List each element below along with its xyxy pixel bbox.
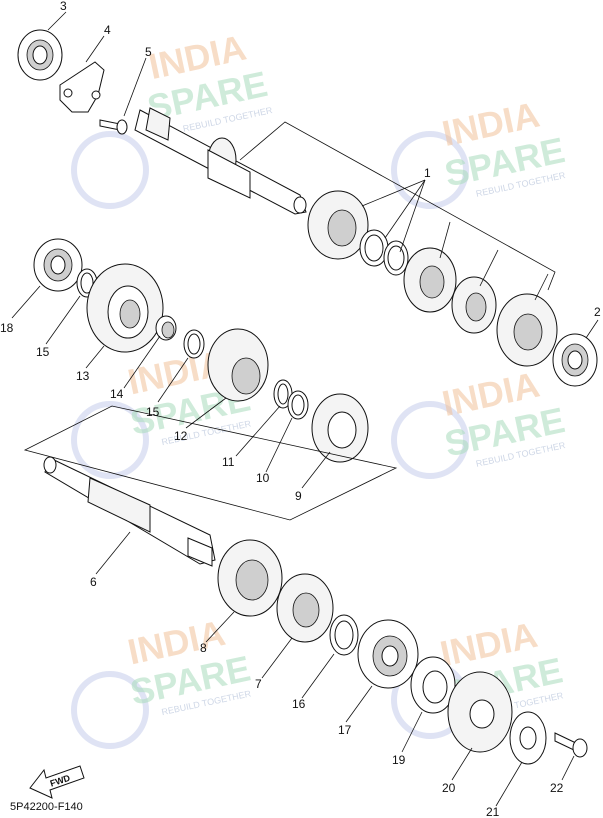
callout-15-a: 15 bbox=[36, 345, 50, 359]
lock-washer-21 bbox=[509, 711, 547, 765]
callout-18: 19 bbox=[392, 753, 406, 767]
watermark-icon bbox=[71, 671, 149, 749]
countershaft-6 bbox=[43, 456, 216, 567]
catalog-code: 5P42200-F140 bbox=[10, 801, 83, 813]
callout-10: 10 bbox=[256, 471, 270, 485]
collar-14 bbox=[155, 315, 177, 341]
leader-lines bbox=[11, 11, 599, 807]
oil-seal-18 bbox=[410, 656, 456, 714]
callout-17: 17 bbox=[338, 723, 352, 737]
callout-3: 3 bbox=[60, 0, 67, 13]
callout-21: 21 bbox=[486, 805, 500, 818]
bearing-17 bbox=[357, 619, 419, 689]
circlip-top bbox=[383, 240, 409, 276]
callout-14: 14 bbox=[110, 387, 124, 401]
washer-16 bbox=[329, 614, 359, 656]
callout-2: 2 bbox=[594, 305, 601, 319]
bearing-3 bbox=[17, 29, 63, 81]
bearing-2 bbox=[552, 333, 598, 387]
callout-22: 22 bbox=[550, 781, 564, 795]
callout-6: 6 bbox=[90, 575, 97, 589]
gear-top-b bbox=[403, 247, 457, 313]
gear-8 bbox=[217, 539, 283, 617]
washer-top bbox=[359, 229, 389, 267]
callout-11: 11 bbox=[222, 455, 235, 469]
main-axle bbox=[134, 107, 307, 215]
callout-16: 16 bbox=[292, 697, 306, 711]
callout-13: 13 bbox=[76, 369, 90, 383]
callout-20: 20 bbox=[442, 781, 456, 795]
watermark-icon bbox=[391, 401, 469, 479]
callout-1-bracket bbox=[239, 121, 556, 301]
washer-10 bbox=[287, 390, 309, 420]
gear-12 bbox=[207, 328, 269, 402]
callout-4: 4 bbox=[104, 23, 111, 37]
fwd-arrow-icon: FWD bbox=[29, 765, 85, 799]
gear-top-c bbox=[451, 276, 497, 334]
washer-15-b bbox=[183, 329, 205, 359]
callout-9: 9 bbox=[295, 489, 302, 503]
gear-top-d bbox=[496, 293, 558, 367]
callout-5: 5 bbox=[145, 45, 152, 59]
callout-7: 7 bbox=[255, 677, 262, 691]
watermark-icon bbox=[71, 401, 149, 479]
callout-15-b: 15 bbox=[146, 405, 160, 419]
group-frame bbox=[23, 405, 398, 521]
callout-12: 12 bbox=[174, 429, 188, 443]
callout-8: 8 bbox=[200, 641, 207, 655]
screw-5 bbox=[99, 119, 128, 135]
gear-7 bbox=[276, 573, 334, 643]
bolt-22 bbox=[554, 732, 588, 758]
callout-19: 18 bbox=[0, 321, 14, 335]
sprocket-20 bbox=[447, 671, 513, 753]
circlip-11 bbox=[273, 379, 293, 409]
gear-13 bbox=[86, 263, 164, 353]
bearing-19 bbox=[33, 238, 83, 292]
bearing-plate-4 bbox=[59, 61, 105, 113]
watermark-icon bbox=[391, 131, 469, 209]
gear-top-a bbox=[307, 190, 369, 260]
gear-9 bbox=[311, 393, 369, 463]
watermark-icon bbox=[71, 131, 149, 209]
callout-1: 1 bbox=[424, 166, 431, 180]
